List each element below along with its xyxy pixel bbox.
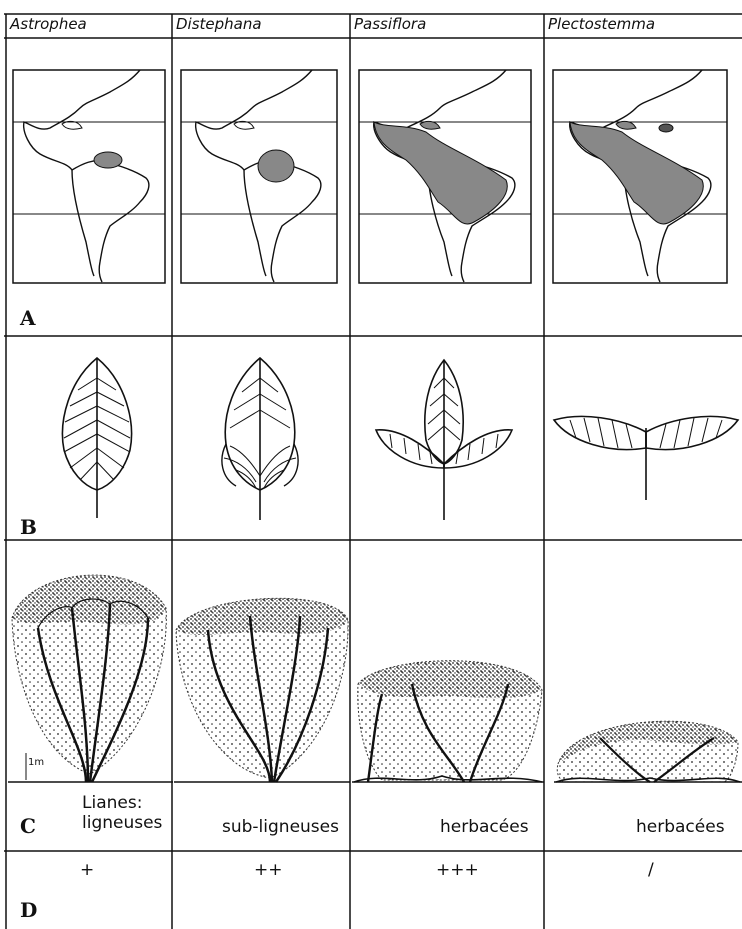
d-symbol-plectostemma: / bbox=[648, 860, 654, 880]
panel-label-d: D bbox=[20, 898, 37, 922]
panel-label-c: C bbox=[20, 814, 36, 838]
lianes-label: Lianes: bbox=[82, 793, 142, 813]
leaf-passiflora bbox=[370, 350, 520, 525]
d-symbol-passiflora: +++ bbox=[436, 860, 479, 880]
habit-distephana bbox=[174, 590, 350, 784]
habit-astrophea bbox=[8, 548, 173, 784]
habit-passiflora-label: herbacées bbox=[440, 817, 529, 837]
leaf-astrophea bbox=[40, 350, 160, 525]
habit-plectostemma bbox=[554, 712, 742, 784]
map-astrophea bbox=[10, 62, 170, 292]
d-symbol-astrophea: + bbox=[80, 860, 94, 880]
header-distephana: Distephana bbox=[176, 15, 262, 33]
habit-plectostemma-label: herbacées bbox=[636, 817, 725, 837]
scale-label: 1m bbox=[28, 757, 44, 768]
habit-astrophea-label: ligneuses bbox=[82, 813, 162, 833]
panel-label-b: B bbox=[20, 515, 37, 539]
habit-distephana-label: sub-ligneuses bbox=[222, 817, 339, 837]
leaf-plectostemma bbox=[550, 350, 740, 525]
header-plectostemma: Plectostemma bbox=[548, 15, 655, 33]
map-distephana bbox=[178, 62, 344, 292]
habit-passiflora bbox=[352, 654, 544, 784]
panel-label-a: A bbox=[20, 306, 36, 330]
header-passiflora: Passiflora bbox=[354, 15, 426, 33]
leaf-distephana bbox=[200, 350, 325, 525]
header-astrophea: Astrophea bbox=[10, 15, 87, 33]
map-plectostemma bbox=[550, 62, 734, 292]
d-symbol-distephana: ++ bbox=[254, 860, 283, 880]
map-passiflora bbox=[356, 62, 538, 292]
